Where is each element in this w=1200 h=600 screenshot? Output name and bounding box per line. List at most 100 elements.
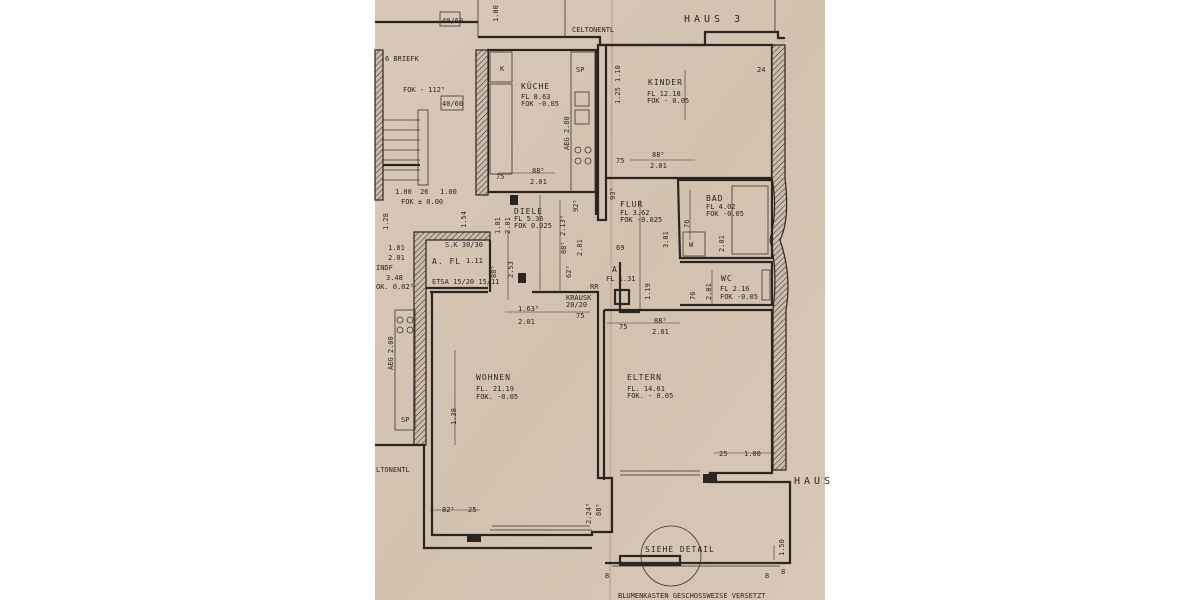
dimension-label: 3.01 bbox=[662, 231, 670, 248]
room-name: ELTERN bbox=[627, 373, 662, 382]
dimension-label: 88⁵ bbox=[652, 151, 665, 159]
dimension-label: 82⁵ bbox=[442, 506, 455, 514]
room-area: FL 12.18 bbox=[647, 90, 681, 98]
dimension-label: 2.01 bbox=[652, 328, 669, 336]
room-area: FL 3.62 bbox=[620, 209, 650, 217]
dimension-label: 2.13⁵ bbox=[559, 215, 567, 236]
label-box-top: 40/60 bbox=[442, 17, 463, 25]
room-area: FL 2.16 bbox=[720, 285, 750, 293]
dimension-label: 1.00 bbox=[440, 188, 457, 196]
label-w: W bbox=[689, 241, 694, 249]
room-area: FL 4.02 bbox=[706, 203, 736, 211]
room-diele: DIELE FL 5.36 FOK 0.025 bbox=[514, 207, 552, 230]
label-rr: RR bbox=[590, 283, 599, 291]
dimension-label: 8 bbox=[781, 568, 785, 576]
dimension-label: 2.01 bbox=[576, 239, 584, 256]
room-level: FOK - 0.05 bbox=[647, 97, 689, 105]
room-bad: BAD FL 4.02 FOK -0.05 bbox=[706, 194, 744, 218]
room-eltern: ELTERN FL. 14.61 FOK. - 0.05 bbox=[627, 373, 673, 400]
room-level: FOK. - 0.05 bbox=[627, 392, 673, 400]
dimension-label: 1.30 bbox=[450, 408, 458, 425]
label-celtonentl-top: CELTONENTL bbox=[572, 26, 614, 34]
dimension-label: 88⁵ bbox=[490, 265, 498, 278]
dimension-label: 2.24⁵ bbox=[585, 503, 593, 524]
room-name: KINDER bbox=[648, 78, 683, 87]
dimension-label: 75 bbox=[619, 323, 627, 331]
dimension-lines bbox=[430, 70, 775, 560]
label-sp-kitchen: SP bbox=[576, 66, 584, 74]
dimension-label: 25 bbox=[719, 450, 727, 458]
dimension-label: 1.54 bbox=[460, 211, 468, 228]
room-level: FOK -0.05 bbox=[720, 293, 758, 301]
dimension-label: 62⁵ bbox=[565, 265, 573, 278]
dimension-label: 26 bbox=[420, 188, 428, 196]
dimension-labels: 1.00 1.10 1.25 24 75 88⁵ 2.01 75 88⁵ 2.0… bbox=[382, 5, 786, 580]
room-area: FL 5.36 bbox=[514, 215, 544, 223]
dimension-label: 1.00 bbox=[744, 450, 761, 458]
dimension-label: 88⁵ bbox=[654, 317, 667, 325]
label-aeg-left: AEG 2.00 bbox=[387, 336, 395, 370]
bottom-note: BLUMENKASTEN GESCHOSSWEISE VERSETZT bbox=[618, 592, 766, 600]
room-area: 1.11 bbox=[466, 257, 483, 265]
dimension-label: 1.28 bbox=[382, 213, 390, 230]
label-fok-stair: FOK - 112⁵ bbox=[403, 86, 445, 94]
room-abstell-left: A. FL 1.11 bbox=[432, 257, 483, 266]
label-krausk-size: 20/20 bbox=[566, 301, 587, 309]
dimension-label: 88⁵ bbox=[532, 167, 545, 175]
label-k: K bbox=[500, 65, 505, 73]
dimension-label: 75 bbox=[616, 157, 624, 165]
label-indf-fok: OK. 0.02⁵ bbox=[376, 283, 414, 291]
room-name: A bbox=[612, 265, 618, 274]
room-name: BAD bbox=[706, 194, 723, 203]
label-indf: INDF bbox=[376, 264, 393, 272]
dimension-label: 69 bbox=[616, 244, 624, 252]
dimension-label: 8 bbox=[605, 572, 609, 580]
dimension-label: 2.01 bbox=[388, 254, 405, 262]
room-name: A. FL bbox=[432, 257, 461, 266]
dimension-label: 88⁵ bbox=[560, 241, 568, 254]
label-fok-entry: FOK ± 0.00 bbox=[401, 198, 443, 206]
room-level: FOK -0.025 bbox=[620, 216, 662, 224]
dimension-label: 1.00 bbox=[492, 5, 500, 22]
plan-labels: HAUS 3 HAUS BLUMENKASTEN GESCHOSSWEISE V… bbox=[376, 14, 834, 600]
room-level: FOK. -0.05 bbox=[476, 393, 518, 401]
dimension-label: 2.01 bbox=[718, 235, 726, 252]
room-name: FLUR bbox=[620, 200, 643, 209]
house-label: HAUS 3 bbox=[684, 14, 744, 25]
dimension-label: 1.50 bbox=[778, 539, 786, 556]
room-level: FOK -0.05 bbox=[521, 100, 559, 108]
detail-label: SIEHE DETAIL bbox=[645, 545, 715, 554]
room-area: FL. 14.61 bbox=[627, 385, 665, 393]
walls bbox=[374, 0, 792, 587]
dimension-label: 76 bbox=[683, 220, 691, 228]
dimension-label: 2.01 bbox=[518, 318, 535, 326]
room-wohnen: WOHNEN FL. 21.19 FOK. -0.05 bbox=[476, 373, 518, 401]
room-name: WOHNEN bbox=[476, 373, 511, 382]
room-flur: FLUR FL 3.62 FOK -0.025 bbox=[620, 200, 662, 224]
dimension-label: 2.01 bbox=[504, 217, 512, 234]
label-indf-fl: 3.48 bbox=[386, 274, 403, 282]
dimension-label: 2.01 bbox=[650, 162, 667, 170]
dimension-label: 1.63⁵ bbox=[518, 305, 539, 313]
dimension-label: 93⁵ bbox=[609, 187, 617, 200]
label-briefk: 6 BRIEFK bbox=[385, 55, 420, 63]
label-sk: S.K 30/30 bbox=[445, 241, 483, 249]
dimension-label: 2.53 bbox=[507, 261, 515, 278]
dimension-label: 25 bbox=[468, 506, 476, 514]
dimension-label: 76 bbox=[689, 292, 697, 300]
room-name: KÜCHE bbox=[521, 81, 550, 91]
label-celtonentl-left: LTONENTL bbox=[376, 466, 410, 474]
room-area: FL 1.31 bbox=[606, 275, 636, 283]
dimension-label: 1.00 bbox=[395, 188, 412, 196]
dimension-label: 1.01 bbox=[494, 217, 502, 234]
dimension-label: 1.19 bbox=[644, 283, 652, 300]
paper-sheet bbox=[375, 0, 825, 600]
house-label-right: HAUS bbox=[794, 476, 834, 487]
dimension-label: 1.10 bbox=[614, 65, 622, 82]
room-name: WC bbox=[721, 274, 733, 283]
room-area: FL. 21.19 bbox=[476, 385, 514, 393]
dimension-label: 2.01 bbox=[705, 283, 713, 300]
room-kinder: KINDER FL 12.18 FOK - 0.05 bbox=[647, 78, 689, 105]
dimension-label: 75 bbox=[576, 312, 584, 320]
